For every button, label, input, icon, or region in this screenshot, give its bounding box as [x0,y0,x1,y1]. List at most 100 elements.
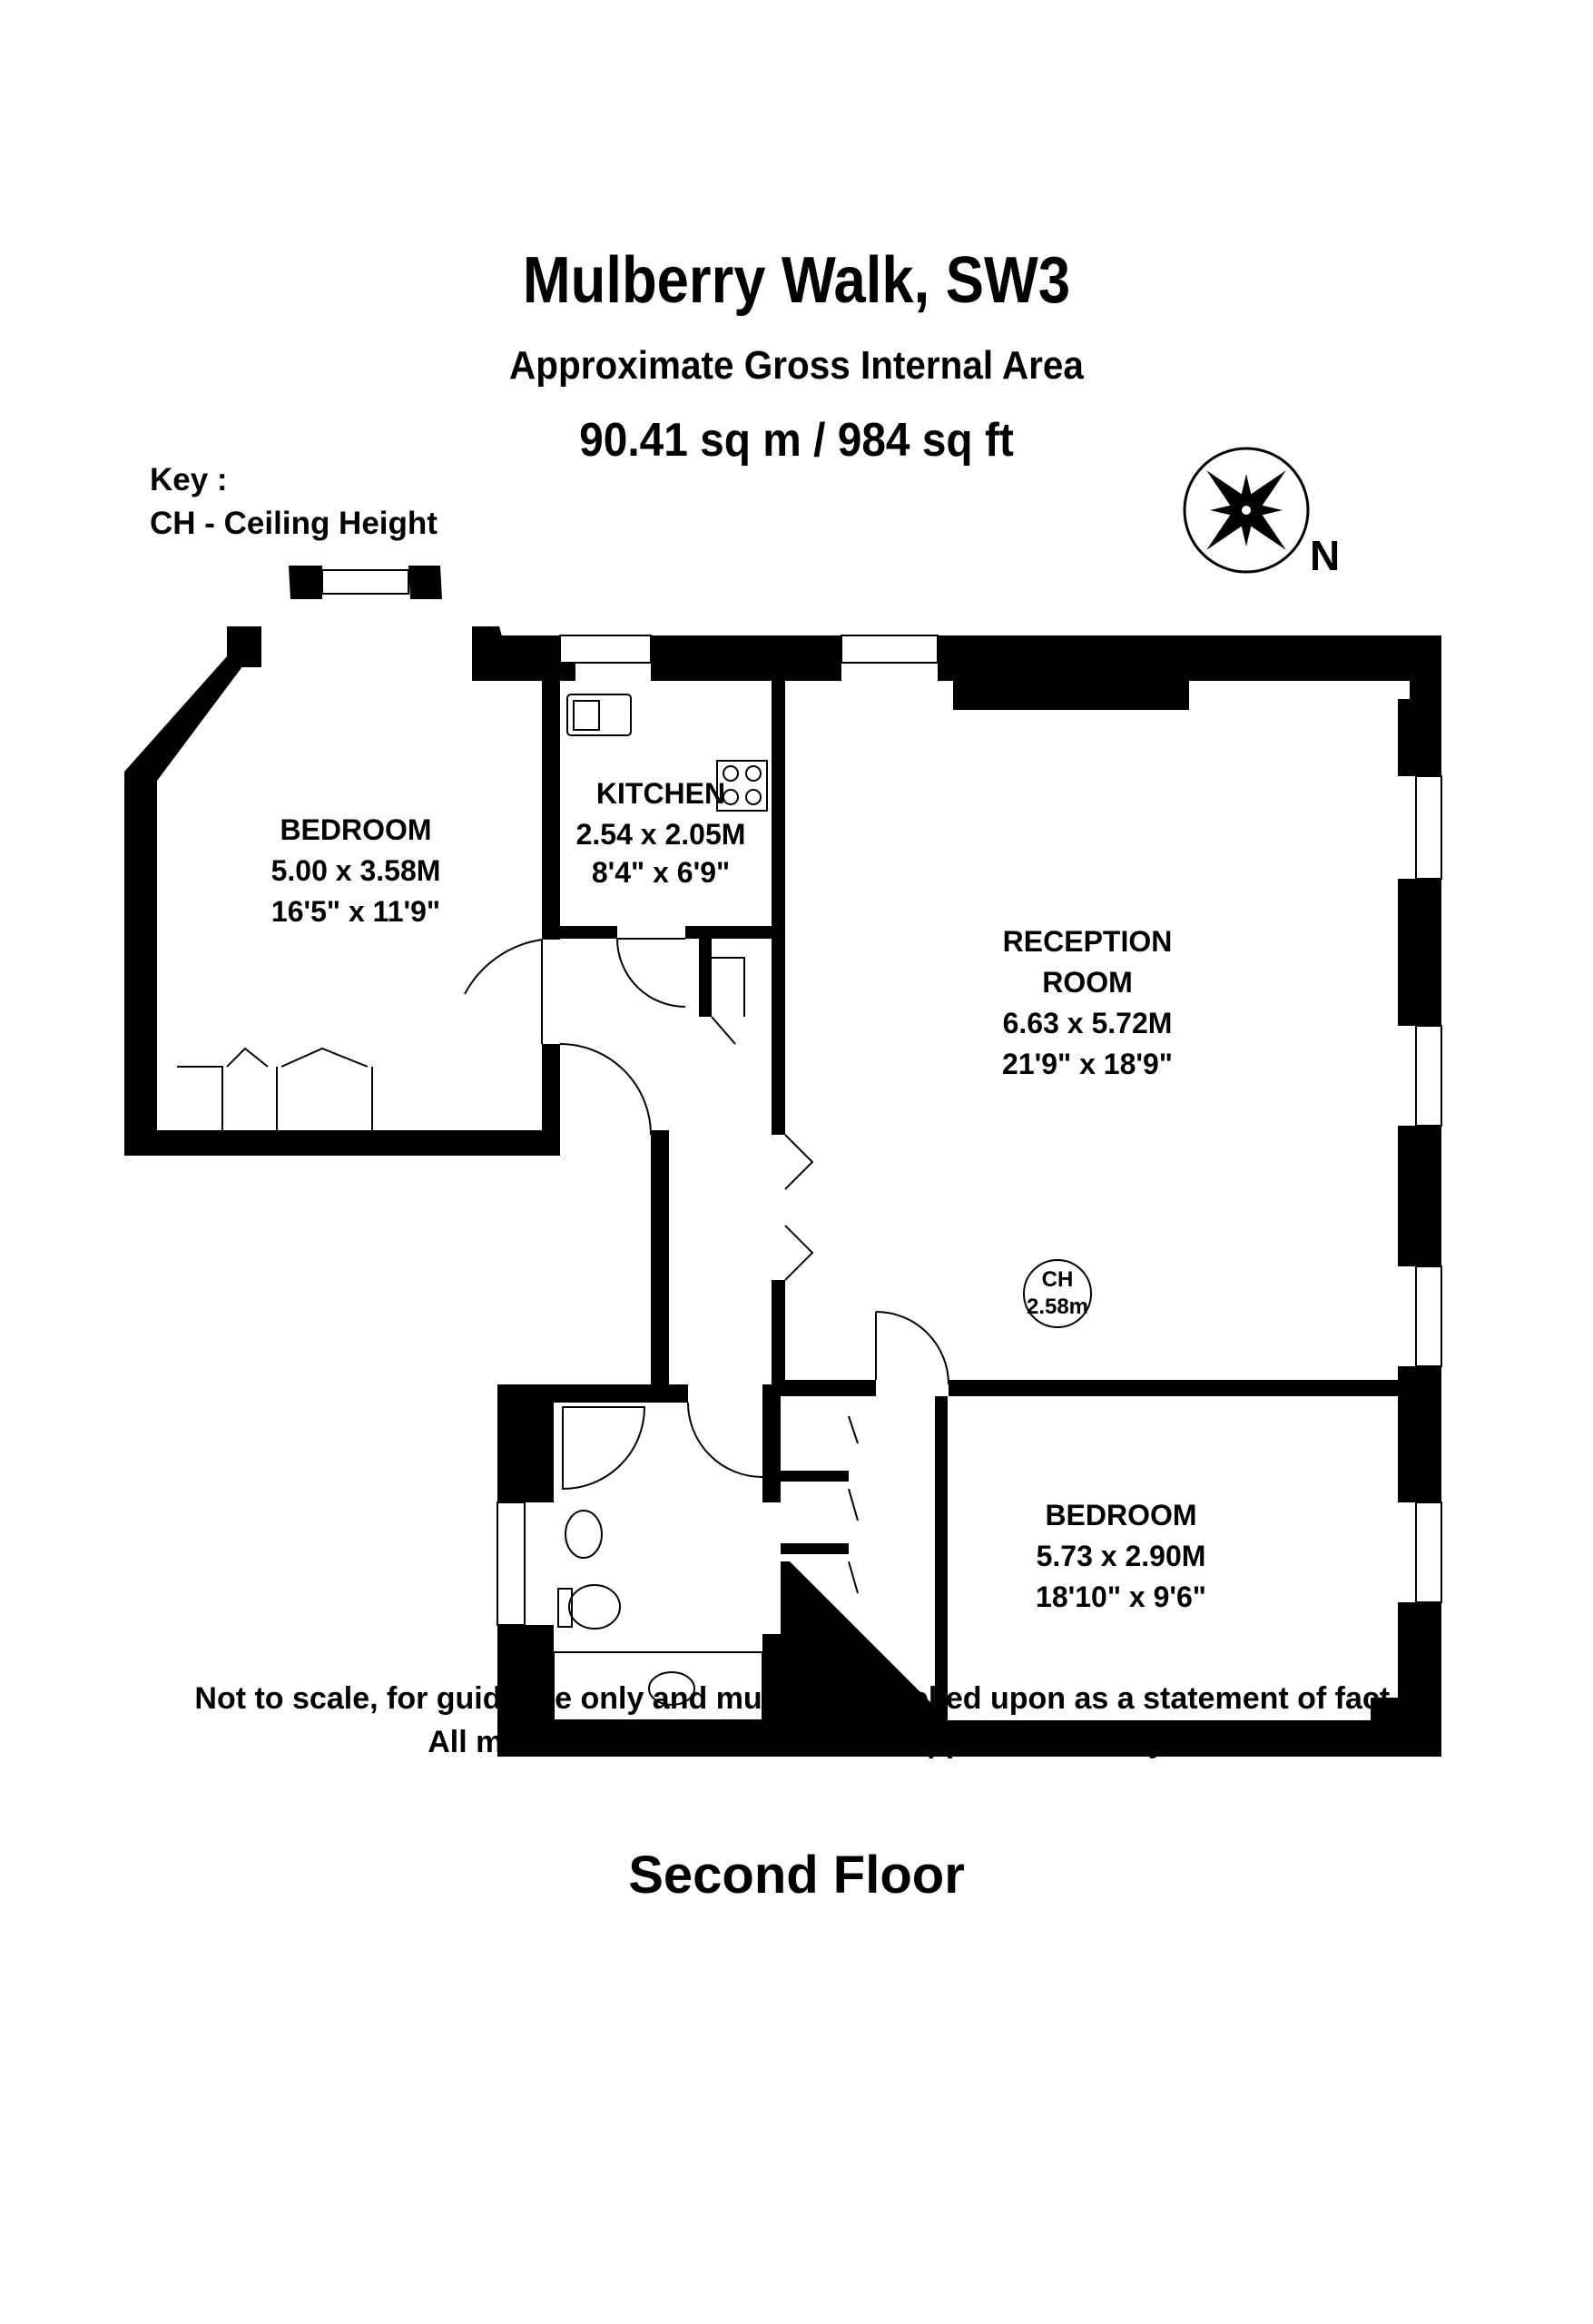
wall-bottom [497,1720,1441,1757]
walls [124,566,1441,1757]
wall-right-3 [1398,1126,1441,1266]
kitchen-sink-bowl [573,700,600,731]
room-imperial: 8'4" x 6'9" [592,856,730,889]
key-entry-ch: CH - Ceiling Height [150,506,438,541]
compass-north-label: N [1310,532,1341,579]
wall-bay-upper [227,626,261,667]
wall-hall-left [651,1130,669,1403]
room-metric: 2.54 x 2.05M [576,818,746,851]
wall-bedroom1-bottom [124,1130,560,1156]
windows [321,569,1442,1626]
wall-hall-right [772,681,785,1135]
room-bedroom-2: BEDROOM 5.73 x 2.90M 18'10" x 9'6" [1036,1499,1206,1613]
door-cupboard [711,957,745,1045]
bath-vanity [553,1651,763,1721]
room-bedroom-1: BEDROOM 5.00 x 3.58M 16'5" x 11'9" [271,813,441,928]
wall-kitchen-bottom [545,926,617,939]
door-reception-3 [875,1311,949,1385]
room-name: BEDROOM [280,813,431,846]
toilet-icon [568,1584,621,1630]
room-name: BEDROOM [1045,1499,1196,1531]
wall-reception-bottom [949,1380,1402,1396]
room-imperial: 21'9" x 18'9" [1002,1048,1173,1080]
door-bath [687,1402,763,1478]
wall-kitchen-left [542,681,558,940]
window-reception-1 [1415,775,1442,880]
wall-bay-top-left [289,566,322,599]
bidet-icon [565,1510,603,1559]
basin-icon [648,1671,695,1706]
ceiling-height-label: CH [1042,1267,1074,1292]
wall-top-4 [938,635,1441,681]
door-kitchen [616,938,686,1008]
wall-bath-right [762,1384,781,1502]
wall-wardrobe-1 [781,1471,849,1482]
wall-reception-bottom-left [781,1380,876,1396]
wall-bath-left-bottom [497,1625,554,1757]
wardrobe-doors-bedroom1 [177,1047,373,1130]
wall-hall-right-low [772,1280,785,1384]
window-bay-top [321,569,409,595]
wall-top-3 [651,635,841,681]
wall-bay-left [124,656,243,1130]
wall-bath-left-top [497,1384,554,1502]
key-heading: Key : [150,462,228,497]
disclaimer-line-1: Not to scale, for guidance only and must… [194,1681,1399,1716]
hob-ring-2 [745,765,762,782]
wall-cupboard [699,926,712,1017]
door-reception-2 [784,1225,814,1281]
window-bath [497,1502,526,1626]
room-name: KITCHEN [596,777,725,810]
hob-ring-1 [723,765,739,782]
gross-area: 90.41 sq m / 984 sq ft [579,414,1014,467]
wall-bottom-right [1371,1698,1441,1725]
shower-tray-icon [562,1406,646,1491]
wall-bedroom1-right-low [542,1044,560,1156]
wall-wardrobe-2 [781,1543,849,1554]
hob-ring-3 [723,789,739,805]
hob-ring-4 [745,789,762,805]
doors [177,938,949,1594]
window-reception-3 [1415,1265,1442,1367]
wall-right-4 [1398,1366,1441,1502]
wardrobe-doors-bedroom2 [848,1415,859,1594]
wall-right-2 [1398,879,1441,1026]
window-kitchen [559,635,652,664]
room-imperial: 16'5" x 11'9" [271,895,440,928]
door-reception-1 [784,1134,814,1190]
toilet-cistern [557,1588,573,1628]
wall-store-triangle [781,1561,935,1725]
wall-top-chimney [953,681,1189,710]
ceiling-height-value: 2.58m [1027,1295,1088,1319]
plan-title: Mulberry Walk, SW3 [522,244,1071,317]
compass-rose-icon [1183,447,1310,574]
door-hall [559,1043,652,1136]
wall-top-1 [542,635,560,681]
wall-bath-top [497,1384,688,1403]
window-reception-top [841,635,939,664]
hob-icon [716,760,768,812]
wall-bath-right-low [762,1634,781,1757]
window-reception-2 [1415,1025,1442,1127]
room-metric: 5.73 x 2.90M [1037,1540,1206,1572]
floor-label: Second Floor [628,1846,965,1905]
window-bedroom2 [1415,1502,1442,1603]
wall-bedroom2-left [935,1396,948,1723]
plan-subtitle: Approximate Gross Internal Area [509,343,1084,388]
ceiling-height-marker: CH 2.58m [1023,1259,1092,1328]
door-bedroom1 [464,939,543,1044]
wall-bay-top-right [408,566,442,599]
room-name-line1: RECEPTION [1003,925,1173,958]
room-metric: 6.63 x 5.72M [1003,1007,1173,1039]
disclaimer-line-2: All measurements and areas are approxima… [428,1725,1165,1759]
kitchen-sink-icon [566,694,632,736]
room-imperial: 18'10" x 9'6" [1036,1581,1206,1613]
fixtures [553,694,768,1721]
room-reception: RECEPTION ROOM 6.63 x 5.72M 21'9" x 18'9… [1002,925,1173,1080]
room-kitchen: KITCHEN 2.54 x 2.05M 8'4" x 6'9" [576,777,746,889]
room-name-line2: ROOM [1042,966,1133,999]
room-metric: 5.00 x 3.58M [271,854,441,887]
key-legend: Key : CH - Ceiling Height [150,458,438,546]
wall-right-pier1 [1398,699,1441,776]
